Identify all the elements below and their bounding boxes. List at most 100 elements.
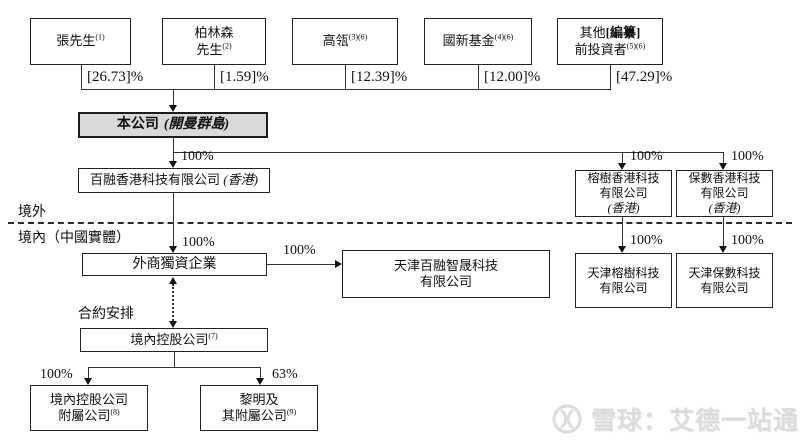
company-name: 外商獨資企業 xyxy=(132,256,217,272)
shareholder-box-bai-linsen: 柏林森 先生(2) xyxy=(162,18,266,65)
connector-line xyxy=(214,65,215,89)
shareholder-name-prefix: 其他 xyxy=(579,25,606,41)
arrow-right-icon xyxy=(335,260,342,268)
region-label-offshore: 境外 xyxy=(18,205,46,220)
shareholder-name: 其他[編纂] 前投資者(5)(6) xyxy=(558,25,662,58)
footnote-sup: (2) xyxy=(222,41,232,51)
shareholder-box-mr-zhang: 張先生(1) xyxy=(30,18,131,65)
arrow-down-icon xyxy=(719,163,727,170)
shareholder-name: 柏林森 先生(2) xyxy=(194,25,234,57)
edge-pct: 63% xyxy=(272,367,298,382)
ownership-pct: [26.73]% xyxy=(87,69,144,85)
ownership-pct: [1.59]% xyxy=(220,69,269,85)
connector-line xyxy=(610,65,611,89)
region-boundary-dashed-line xyxy=(8,222,792,224)
company-name: 境內控股公司 附屬公司(8) xyxy=(49,391,128,423)
ownership-pct: [47.29]% xyxy=(616,69,673,85)
company-box-wfoe: 外商獨資企業 xyxy=(82,253,267,276)
edge-pct: 100% xyxy=(630,233,663,248)
company-box-cayman: 本公司(開曼群島) xyxy=(78,112,268,138)
arrow-down-icon xyxy=(169,246,177,253)
connector-line xyxy=(260,367,261,378)
company-name: 榕樹香港科技 有限公司(香港) xyxy=(576,171,671,216)
footnote-sup: (1) xyxy=(95,33,105,43)
connector-line xyxy=(173,89,174,106)
company-region: (香港) xyxy=(223,172,258,188)
footnote-sup: (9) xyxy=(286,407,297,417)
company-box-holdco-subsidiaries: 境內控股公司 附屬公司(8) xyxy=(30,385,148,431)
company-box-tianjin-rongshu: 天津榕樹科技 有限公司 xyxy=(575,253,672,308)
shareholder-name: 張先生(1) xyxy=(56,33,105,49)
connector-line xyxy=(723,152,724,163)
redacted-marker: [編纂] xyxy=(605,25,641,41)
connector-line xyxy=(478,65,479,89)
ownership-pct: [12.39]% xyxy=(351,69,408,85)
arrow-down-icon xyxy=(618,246,626,253)
arrow-down-icon xyxy=(256,378,264,385)
connector-line xyxy=(81,65,82,89)
footnote-sup: (8) xyxy=(110,407,120,417)
company-name: 天津百融智晟科技 有限公司 xyxy=(393,257,498,289)
company-box-onshore-holdco: 境內控股公司(7) xyxy=(80,328,268,352)
edge-pct: 100% xyxy=(731,233,764,248)
company-name: 境內控股公司(7) xyxy=(130,331,218,347)
contract-arrangement-label: 合約安排 xyxy=(78,307,134,322)
contract-dotted-line xyxy=(172,284,174,321)
arrow-up-icon xyxy=(169,277,177,284)
footnote-sup: (4)(6) xyxy=(494,33,514,43)
company-region: (開曼群島) xyxy=(163,117,230,133)
connector-line xyxy=(723,217,724,246)
connector-branch-line xyxy=(173,152,723,153)
connector-line xyxy=(622,152,623,163)
shareholder-name: 國新基金(4)(6) xyxy=(442,33,514,49)
region-label-onshore: 境內（中國實體） xyxy=(18,231,130,246)
company-name: 本公司(開曼群島) xyxy=(116,117,230,133)
edge-pct: 100% xyxy=(630,149,663,164)
edge-pct: 100% xyxy=(731,149,764,164)
arrow-down-icon xyxy=(84,378,92,385)
connector-line xyxy=(267,264,335,265)
xueqiu-logo-icon xyxy=(552,404,582,434)
company-box-liming-subsidiaries: 黎明及 其附屬公司(9) xyxy=(200,385,318,431)
connector-split-line xyxy=(88,367,260,368)
company-region: (香港) xyxy=(607,201,640,215)
arrow-down-icon xyxy=(618,163,626,170)
company-name: 黎明及 其附屬公司(9) xyxy=(221,391,297,423)
connector-line xyxy=(173,152,174,162)
edge-pct: 100% xyxy=(182,235,215,250)
company-box-rongshu-hk: 榕樹香港科技 有限公司(香港) xyxy=(575,170,672,217)
watermark: 雪球：艾德一站通 xyxy=(551,401,799,437)
company-name: 天津榕樹科技 有限公司 xyxy=(587,265,660,295)
company-box-tianjin-bairong-zhisheng: 天津百融智晟科技 有限公司 xyxy=(342,250,550,298)
arrow-down-icon xyxy=(719,246,727,253)
footnote-sup: (7) xyxy=(208,331,218,341)
arrow-down-icon xyxy=(169,321,177,328)
shareholder-box-hillhouse: 高瓴(3)(6) xyxy=(292,18,398,65)
arrow-down-icon xyxy=(169,161,177,168)
shareholder-box-guoxin-fund: 國新基金(4)(6) xyxy=(424,18,532,65)
edge-pct: 100% xyxy=(40,367,73,382)
connector-bus-line xyxy=(81,89,611,90)
company-box-tianjin-baoshu: 天津保數科技 有限公司 xyxy=(676,253,773,308)
connector-line xyxy=(174,352,175,367)
company-name: 保數香港科技 有限公司(香港) xyxy=(677,171,772,216)
company-region: (香港) xyxy=(708,201,741,215)
arrow-down-icon xyxy=(169,105,177,112)
connector-line xyxy=(88,367,89,378)
footnote-sup: (5)(6) xyxy=(626,41,646,51)
company-box-bairong-hk: 百融香港科技有限公司 (香港) xyxy=(78,168,270,193)
company-name: 天津保數科技 有限公司 xyxy=(688,265,761,295)
edge-pct: 100% xyxy=(283,243,316,258)
company-name: 百融香港科技有限公司 (香港) xyxy=(90,172,258,188)
connector-line xyxy=(345,65,346,89)
connector-line xyxy=(622,217,623,246)
edge-pct: 100% xyxy=(181,149,214,164)
ownership-pct: [12.00]% xyxy=(484,69,541,85)
shareholder-name-line2: 前投資者(5)(6) xyxy=(574,41,646,57)
footnote-sup: (3)(6) xyxy=(348,33,368,43)
connector-line xyxy=(173,193,174,246)
shareholder-name: 高瓴(3)(6) xyxy=(322,33,368,49)
connector-line xyxy=(173,138,174,152)
shareholder-box-other-investors: 其他[編纂] 前投資者(5)(6) xyxy=(557,18,663,65)
